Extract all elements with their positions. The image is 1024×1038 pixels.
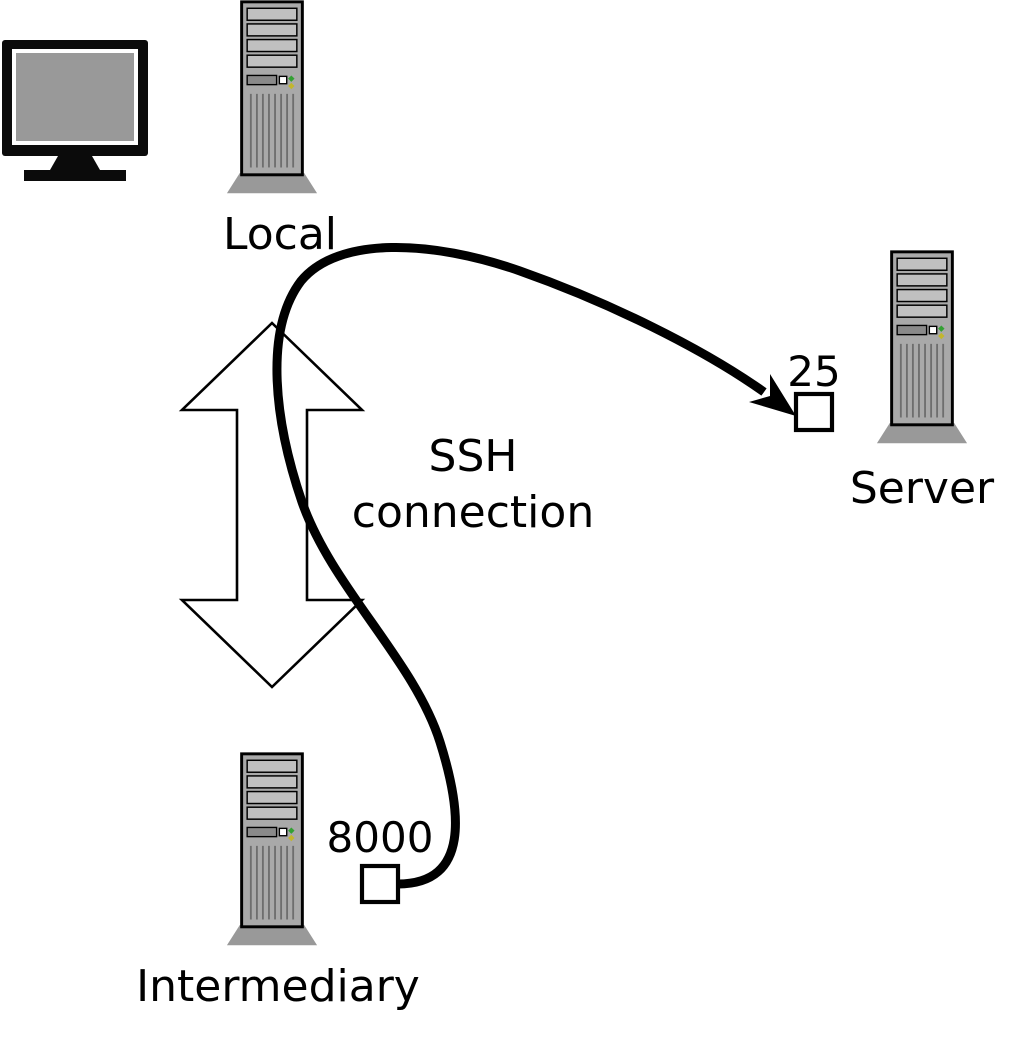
intermediary-computer-icon xyxy=(225,752,319,947)
monitor-icon xyxy=(2,40,148,181)
monitor-screen xyxy=(12,49,138,145)
server-port-box xyxy=(793,391,835,433)
intermediary-port-box xyxy=(359,863,401,905)
tunnel-curve xyxy=(272,243,767,889)
server-label: Server xyxy=(850,463,995,514)
ssh-label-line2: connection xyxy=(352,487,594,538)
ssh-bidirectional-arrow xyxy=(178,321,366,689)
monitor-stand-neck xyxy=(50,156,100,170)
local-label: Local xyxy=(223,209,337,260)
ssh-label-line1: SSH xyxy=(429,431,518,482)
tunnel-arrowhead-icon xyxy=(749,374,796,416)
intermediary-label: Intermediary xyxy=(136,961,420,1012)
server-port-label: 25 xyxy=(787,347,840,396)
monitor-stand-base xyxy=(24,170,126,181)
intermediary-port-label: 8000 xyxy=(327,813,434,862)
local-computer-icon xyxy=(225,0,319,195)
server-computer-icon xyxy=(875,250,969,445)
